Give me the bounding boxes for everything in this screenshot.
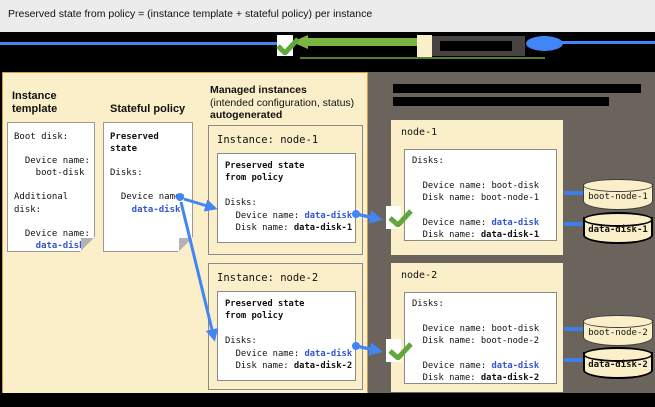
legend-instance-icon [432, 36, 525, 56]
bottom-bar [0, 393, 655, 407]
disk-name-line: Disk name: data-disk-1 [225, 223, 353, 234]
data-disk-ref: data-disk [304, 210, 353, 221]
code-line: Disks: [225, 198, 257, 209]
code-line: Disks: [412, 299, 444, 309]
node-1-label: node-1 [401, 127, 438, 138]
node-2-checkmark-icon [388, 342, 413, 360]
legend-checkmark-icon [276, 37, 300, 55]
managed-header-line1: Managed instances [210, 84, 307, 96]
stateful-policy-doc: Preserved state Disks: Device name: data… [103, 122, 193, 252]
disk-name-value: data-disk-2 [480, 373, 540, 384]
code-line: from policy [225, 311, 284, 322]
disk-cylinder-boot-node-1: boot-node-1 [583, 179, 653, 211]
actual-header-redacted-line-1 [393, 84, 641, 93]
legend-green-bar [308, 38, 417, 46]
device-name-line: Device name: data-disk [412, 218, 540, 228]
data-disk-ref: data-disk [14, 240, 85, 251]
data-disk-ref: data-disk [491, 361, 540, 371]
code-line: Additional [14, 192, 69, 203]
node-2-disks-box: Disks: Device name: boot-disk Disk name:… [404, 292, 557, 384]
data-disk-ref: data-disk [304, 348, 353, 359]
preserved-state-box-node-2: Preserved state from policy Disks: Devic… [217, 291, 356, 381]
actual-header-redacted-line-2 [393, 97, 609, 106]
instance-template-header: Instance template [12, 90, 58, 115]
code-line: disk: [14, 204, 42, 215]
device-name-line: Device name: data-disk [225, 348, 353, 359]
managed-header-line2: (intended configuration, status) [210, 96, 355, 109]
disk-name-line: Disk name: data-disk-2 [412, 373, 540, 384]
code-line: Boot disk: [14, 132, 69, 142]
disk-cylinder-data-disk-1: data-disk-1 [583, 212, 653, 244]
disk-name-value: data-disk-1 [293, 223, 353, 234]
legend-blue-line-right [545, 41, 655, 44]
preserved-state-box-node-1: Preserved state from policy Disks: Devic… [217, 153, 356, 243]
code-line [14, 216, 91, 228]
code-line: Device name: [110, 192, 186, 203]
connector-data-disk-2 [564, 358, 584, 362]
code-line: Device name: boot-disk [412, 180, 540, 191]
disk-cylinder-boot-node-2: boot-node-2 [583, 315, 653, 347]
connector-boot-node-1 [564, 191, 584, 195]
connector-data-disk-1 [564, 222, 584, 226]
code-line: Disks: [110, 168, 143, 179]
stateful-policy-header: Stateful policy [110, 103, 186, 115]
managed-instances-header: Managed instances (intended configuratio… [210, 84, 370, 122]
code-line: Preserved [110, 132, 159, 142]
code-line [110, 179, 189, 191]
instance-template-doc: Boot disk: Device name: boot-disk Additi… [7, 122, 95, 252]
disk-label: boot-node-2 [588, 328, 648, 338]
code-line: Device name: boot-disk [412, 323, 540, 334]
legend-template-icon [417, 35, 432, 57]
data-disk-ref: data-disk [110, 204, 181, 215]
data-disk-ref: data-disk [491, 218, 540, 228]
disk-name-value: data-disk-1 [480, 230, 540, 241]
node-1-checkmark-icon [388, 209, 413, 227]
connector-boot-node-2 [564, 327, 584, 331]
node-1-disks-box: Disks: Device name: boot-disk Disk name:… [404, 149, 557, 241]
code-line: Preserved state [225, 161, 305, 171]
code-line: Disk name: boot-node-2 [412, 336, 540, 347]
code-line: Disks: [225, 336, 257, 347]
disk-label: data-disk-2 [588, 360, 648, 370]
disk-label: data-disk-1 [588, 225, 648, 235]
legend-green-line [300, 57, 545, 59]
disk-name-value: data-disk-2 [293, 361, 353, 372]
code-line: boot-disk [14, 168, 85, 179]
page-title: Preserved state from policy = (instance … [8, 8, 373, 20]
code-line: Preserved state [225, 299, 305, 309]
code-line: state [110, 144, 138, 155]
title-bar: Preserved state from policy = (instance … [0, 0, 655, 32]
legend-disk-icon [526, 36, 563, 51]
disk-cylinder-data-disk-2: data-disk-2 [583, 347, 653, 379]
instance-node-1-label: Instance: node-1 [217, 134, 319, 146]
code-line: from policy [225, 173, 284, 184]
code-line: Device name: [14, 228, 90, 239]
code-line: Disk name: boot-node-1 [412, 193, 540, 204]
code-line: Device name: [14, 156, 90, 167]
disk-label: boot-node-1 [588, 192, 648, 202]
managed-header-line3: autogenerated [210, 109, 283, 121]
code-line [14, 143, 91, 155]
code-line [110, 155, 189, 167]
device-name-line: Device name: data-disk [225, 210, 353, 221]
instance-node-1-box: Instance: node-1 [208, 125, 363, 255]
legend-redacted-text [440, 41, 512, 51]
instance-node-2-label: Instance: node-2 [217, 272, 319, 284]
disk-name-line: Disk name: data-disk-1 [412, 230, 540, 241]
code-line: Disks: [412, 156, 444, 166]
code-line [14, 179, 91, 191]
device-name-line: Device name: data-disk [412, 361, 540, 371]
legend-bar [0, 32, 655, 70]
legend-blue-line-left [0, 42, 278, 45]
disk-name-line: Disk name: data-disk-2 [225, 361, 353, 372]
node-2-label: node-2 [401, 270, 438, 281]
